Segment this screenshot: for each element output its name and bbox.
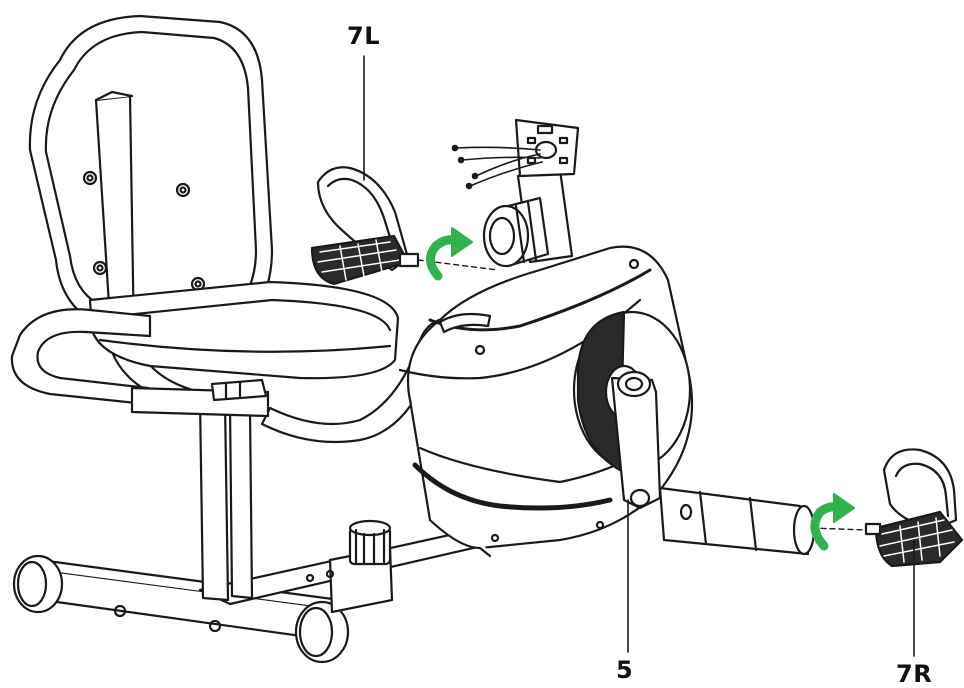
tension-knob [482, 196, 550, 268]
right-pedal-guide-line [811, 527, 867, 531]
callout-leader-lines [363, 55, 915, 657]
seat-slider-bracket [130, 378, 270, 418]
left-pedal [310, 166, 420, 286]
curved-arrow-clockwise-icon [426, 227, 473, 281]
seat-post [198, 398, 254, 602]
right-pedal [864, 448, 964, 568]
seat-cushion [88, 280, 400, 380]
callout-label-7l: 7L [347, 22, 380, 50]
right-crank-axle-tube [658, 486, 816, 556]
adjustment-knob [348, 519, 392, 566]
rear-stabilizer [12, 554, 350, 664]
seat-backrest [28, 14, 274, 332]
callout-label-7r: 7R [896, 660, 933, 688]
curved-arrow-clockwise-icon [810, 493, 855, 551]
crank-arm [610, 370, 662, 510]
console-wires [451, 144, 543, 190]
callout-label-5: 5 [616, 656, 634, 684]
